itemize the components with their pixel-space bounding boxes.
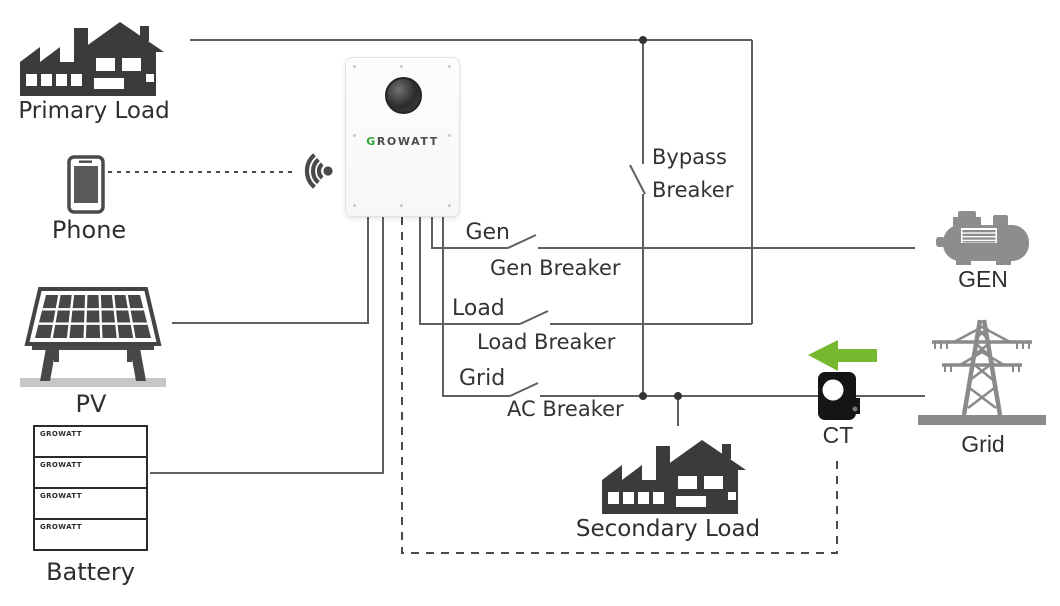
primary-load-icon — [20, 22, 164, 96]
primary-load-label: Primary Load — [18, 98, 170, 124]
battery-brand: GROWATT — [40, 492, 82, 500]
bypass-breaker-label: Bypass Breaker — [652, 145, 734, 202]
wire-grid — [442, 217, 510, 397]
secondary-load-icon — [602, 440, 746, 514]
battery-brand: GROWATT — [40, 523, 82, 531]
gen-label: GEN — [958, 266, 1008, 292]
load-breaker-label: Load Breaker — [477, 330, 616, 354]
wire-ct-comm-dashed — [401, 217, 838, 554]
grid-port-label: Grid — [459, 366, 506, 391]
bypass-switch-lever — [629, 164, 646, 195]
gen-switch-lever — [507, 234, 537, 249]
secondary-load-label: Secondary Load — [575, 516, 761, 542]
generator-icon — [936, 211, 1029, 265]
grid-label: Grid — [961, 431, 1005, 457]
pv-icon — [20, 287, 166, 387]
battery-brand: GROWATT — [40, 430, 82, 438]
phone-label: Phone — [51, 216, 127, 244]
power-flow-arrow — [808, 340, 877, 371]
ct-label: CT — [822, 422, 854, 448]
phone-icon — [67, 155, 105, 214]
grid-switch-lever — [509, 382, 539, 397]
junction-dot — [639, 36, 647, 44]
battery-module: GROWATT — [33, 487, 148, 520]
inverter-brand: GROWATT — [346, 135, 459, 148]
wire-load — [419, 217, 520, 325]
gen-port-label: Gen — [465, 220, 510, 245]
load-port-label: Load — [452, 296, 505, 321]
grid-tower-icon — [918, 319, 1046, 425]
ct-sensor-icon — [808, 340, 877, 420]
battery-module: GROWATT — [33, 425, 148, 458]
load-switch-lever — [519, 310, 549, 325]
wire-gen — [431, 217, 508, 249]
inverter: GROWATT — [345, 57, 460, 217]
inverter-display — [385, 77, 422, 114]
ac-breaker-label: AC Breaker — [507, 397, 624, 421]
wifi-icon — [304, 153, 333, 189]
pv-label: PV — [75, 390, 107, 418]
battery-brand: GROWATT — [40, 461, 82, 469]
battery-module: GROWATT — [33, 518, 148, 551]
junction-dot — [674, 392, 682, 400]
junction-dot — [639, 392, 647, 400]
battery-stack: GROWATT GROWATT GROWATT GROWATT — [33, 425, 148, 551]
gen-breaker-label: Gen Breaker — [490, 256, 621, 280]
brand-letter-g: G — [366, 135, 377, 148]
battery-label: Battery — [46, 558, 135, 586]
wire-pv — [172, 217, 369, 324]
wire-battery — [150, 217, 384, 474]
battery-module: GROWATT — [33, 456, 148, 489]
brand-rest: ROWATT — [376, 135, 439, 148]
